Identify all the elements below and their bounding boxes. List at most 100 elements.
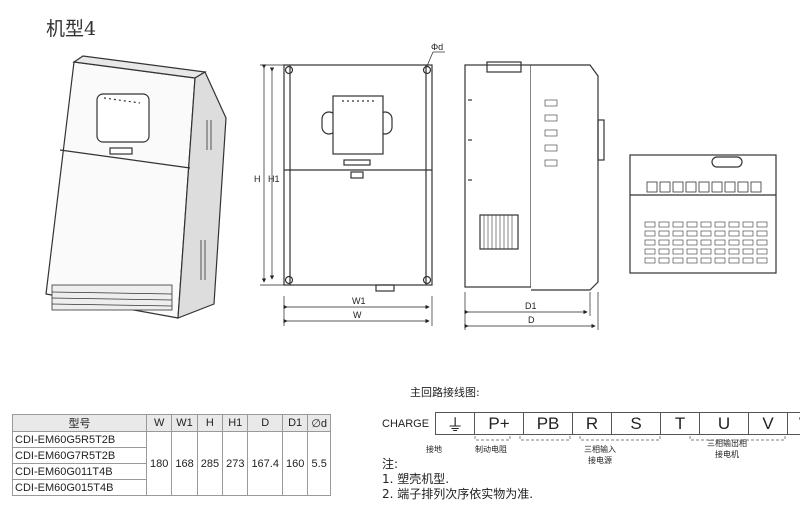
- header-phi-d: ∅d: [307, 414, 332, 432]
- vent-slot: [728, 221, 740, 228]
- vent-slot: [714, 230, 726, 237]
- isometric-view: [45, 55, 227, 319]
- vent-slot: [728, 239, 740, 246]
- vent-slot: [714, 257, 726, 264]
- vent-slot: [700, 248, 712, 255]
- vent-slot: [742, 221, 754, 228]
- terminal-pb: PB: [523, 412, 573, 435]
- table-row: CDI-EM60G5R5T2B 180 168 285 273 167.4 16…: [12, 431, 332, 496]
- terminal-strip: CHARGE ⏚ P+ PB R S T U V W: [382, 412, 800, 435]
- note-item: 1. 塑壳机型.: [382, 472, 450, 486]
- front-view: [283, 64, 433, 292]
- terminal-u: U: [699, 412, 749, 435]
- vent-slot: [728, 248, 740, 255]
- vent-slot: [658, 230, 670, 237]
- terminal-slot: [737, 181, 749, 193]
- wiring-diagram-title: 主回路接线图:: [410, 386, 480, 399]
- terminal-ground: ⏚: [435, 412, 475, 435]
- dim-label-d: D: [528, 315, 535, 325]
- dim-label-d1: D1: [525, 301, 537, 311]
- dim-label-w1: W1: [352, 296, 366, 306]
- side-view: [464, 61, 605, 291]
- vent-slot: [700, 239, 712, 246]
- label-ground: 接地: [426, 445, 442, 454]
- vent-slot: [644, 221, 656, 228]
- page-title: 机型4: [46, 18, 97, 40]
- label-three-phase-input: 三相输入 接电源: [584, 445, 616, 465]
- terminal-slot: [646, 181, 658, 193]
- vent-slot: [672, 239, 684, 246]
- vent-slot: [686, 221, 698, 228]
- vent-slot: [756, 230, 768, 237]
- bottom-view: [629, 154, 777, 274]
- vent-slot: [742, 239, 754, 246]
- vent-slot: [756, 239, 768, 246]
- vent-slot: [658, 257, 670, 264]
- terminal-t: T: [660, 412, 700, 435]
- value-phi-d: 5.5: [307, 431, 332, 496]
- terminal-slot: [698, 181, 710, 193]
- terminal-slot: [724, 181, 736, 193]
- charge-label: CHARGE: [382, 417, 430, 430]
- model-cell: CDI-EM60G015T4B: [12, 479, 147, 496]
- dim-label-phi-d: Φd: [431, 42, 443, 52]
- vent-slot: [742, 230, 754, 237]
- vent-slot: [672, 230, 684, 237]
- vent-slot: [658, 221, 670, 228]
- spec-table: 型号 W W1 H H1 D D1 ∅d CDI-EM60G5R5T2B 180…: [12, 414, 332, 496]
- vent-slot: [686, 230, 698, 237]
- value-h1: 273: [222, 431, 249, 496]
- vent-slot: [700, 257, 712, 264]
- note-item: 2. 端子排列次序依实物为准.: [382, 487, 534, 501]
- label-three-phase-output: 三相输出相 接电机: [707, 439, 747, 459]
- table-row: CDI-EM60G015T4B: [12, 479, 331, 496]
- terminal-slot: [685, 181, 697, 193]
- vent-slot: [700, 230, 712, 237]
- dim-label-h1: H1: [268, 174, 280, 184]
- notes-label: 注:: [382, 457, 399, 471]
- dim-label-h: H: [254, 174, 261, 184]
- terminal-r: R: [572, 412, 612, 435]
- terminal-v: V: [748, 412, 788, 435]
- technical-drawings: H H1 W1 W Φd D1 D: [45, 42, 777, 330]
- vent-slot: [686, 248, 698, 255]
- terminal-slot: [711, 181, 723, 193]
- terminal-slot: [672, 181, 684, 193]
- terminal-slot: [659, 181, 671, 193]
- vent-slot: [686, 257, 698, 264]
- terminal-s: S: [611, 412, 661, 435]
- vent-slot: [728, 230, 740, 237]
- vent-slot: [728, 257, 740, 264]
- vent-slot: [644, 239, 656, 246]
- model-cell: CDI-EM60G011T4B: [12, 463, 147, 480]
- vent-slot: [756, 221, 768, 228]
- vent-slot: [756, 257, 768, 264]
- label-brake-resistor: 制动电阻: [475, 445, 507, 454]
- vent-slot: [672, 257, 684, 264]
- vent-slot: [714, 239, 726, 246]
- vent-slot: [644, 257, 656, 264]
- vent-slot: [658, 248, 670, 255]
- header-d: D: [247, 414, 283, 432]
- vent-slot: [756, 248, 768, 255]
- value-h: 285: [196, 431, 224, 496]
- vent-slot: [644, 248, 656, 255]
- table-row: CDI-EM60G011T4B: [12, 463, 331, 480]
- value-w: 180: [145, 431, 173, 496]
- dim-label-w: W: [353, 310, 362, 320]
- vent-slot: [714, 248, 726, 255]
- terminal-slot: [750, 181, 762, 193]
- vent-slot: [700, 221, 712, 228]
- vent-slot: [742, 248, 754, 255]
- header-d1: D1: [281, 414, 309, 432]
- value-d1: 160: [281, 431, 309, 496]
- vent-slot: [714, 221, 726, 228]
- side-dimensions: [464, 292, 599, 330]
- front-dimensions: [260, 51, 445, 326]
- notes: 注: 1. 塑壳机型. 2. 端子排列次序依实物为准.: [382, 457, 533, 502]
- vent-slot: [672, 248, 684, 255]
- vent-slot: [742, 257, 754, 264]
- vent-slot: [658, 239, 670, 246]
- vent-slot: [672, 221, 684, 228]
